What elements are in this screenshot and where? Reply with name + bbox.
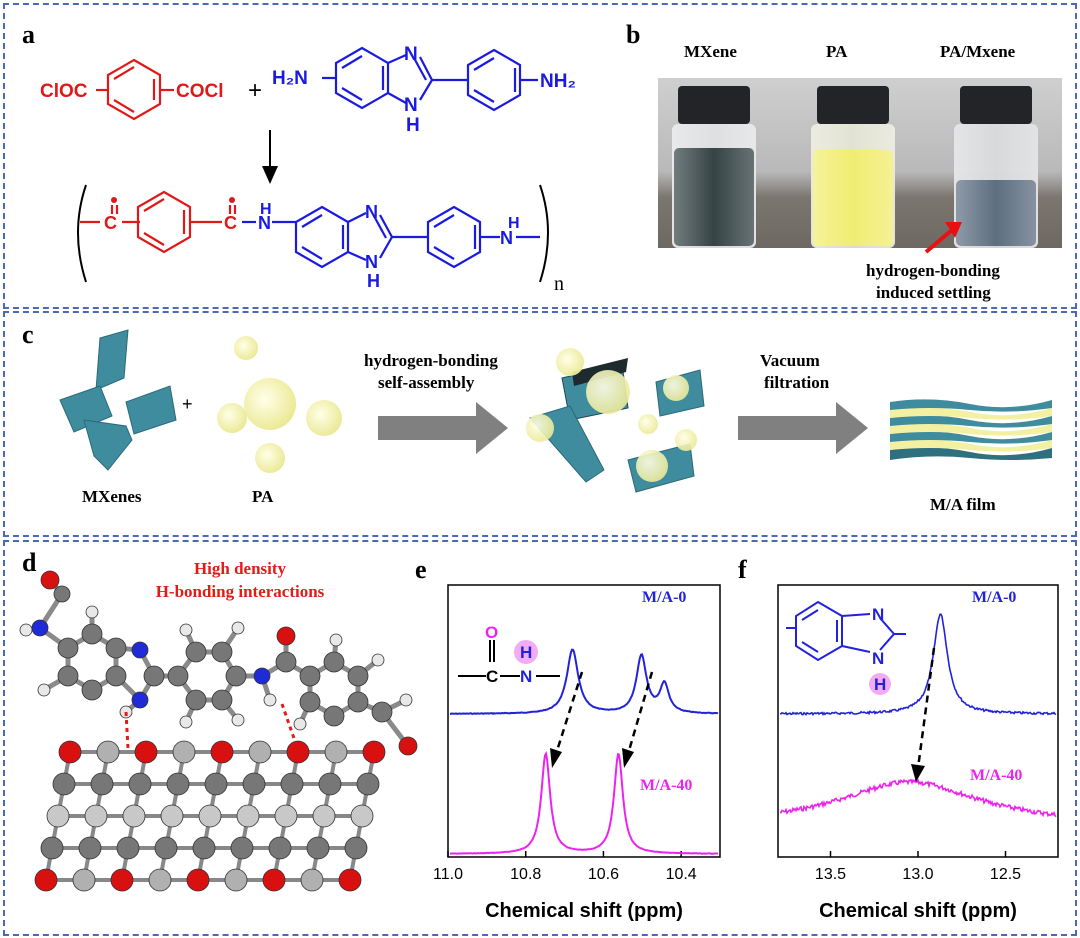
panel-a-b-box: [3, 3, 1077, 309]
panel-label-f: f: [738, 555, 747, 584]
panel-label-b: b: [626, 20, 641, 49]
panel-label-c: c: [22, 320, 34, 349]
panel-label-d: d: [22, 548, 37, 577]
panel-label-a: a: [22, 20, 35, 49]
panel-c-box: [3, 311, 1077, 537]
panel-d-e-f-box: [3, 540, 1077, 936]
panel-label-e: e: [415, 555, 427, 584]
